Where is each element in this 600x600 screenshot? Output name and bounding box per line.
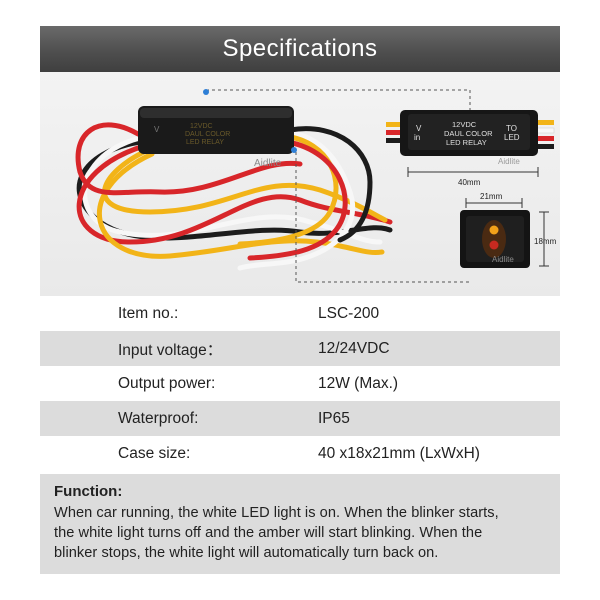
spec-label: Input voltage： bbox=[118, 341, 223, 359]
end-view-red-port bbox=[489, 240, 499, 250]
function-line: When car running, the white LED light is… bbox=[54, 505, 499, 521]
spec-label: Case size: bbox=[118, 444, 191, 462]
relay-closeup: V in 12VDC DAUL COLOR LED RELAY TO LED A… bbox=[386, 110, 555, 166]
brand-label-closeup: Aidlite bbox=[498, 157, 520, 166]
wire-white-2 bbox=[237, 129, 356, 271]
dimension-length bbox=[407, 167, 539, 177]
spec-row-output-power: Output power: 12W (Max.) bbox=[40, 366, 560, 401]
relay-line1-main: 12VDC bbox=[190, 123, 213, 130]
dashed-callout bbox=[206, 89, 471, 283]
spec-value: 40 x18x21mm (LxWxH) bbox=[318, 444, 480, 462]
brand-label-main: Aidlite bbox=[254, 158, 282, 169]
spec-row-case-size: Case size: 40 x18x21mm (LxWxH) bbox=[40, 436, 560, 471]
wire-harness bbox=[75, 122, 393, 271]
spec-label: Output power: bbox=[118, 374, 216, 392]
banner-title: Specifications bbox=[222, 35, 378, 62]
relay-side-left-main: V bbox=[154, 125, 160, 134]
callout-dot-side bbox=[291, 147, 297, 153]
wire-red-1 bbox=[76, 143, 393, 245]
wire-yellow-3 bbox=[237, 133, 339, 247]
wire-red-3 bbox=[247, 139, 348, 261]
function-heading: Function: bbox=[54, 483, 123, 500]
brand-label-end: Aidlite bbox=[492, 255, 514, 264]
dimension-height-label: 18mm bbox=[534, 237, 557, 246]
spec-value: LSC-200 bbox=[318, 304, 380, 322]
spec-value: 12/24VDC bbox=[318, 339, 390, 357]
product-illustration: V 12VDC DAUL COLOR LED RELAY Aidlite V i… bbox=[75, 89, 557, 283]
relay-side-right-to: TO bbox=[506, 124, 517, 133]
spec-row-input-voltage: Input voltage： 12/24VDC bbox=[40, 331, 560, 366]
function-body: When car running, the white LED light is… bbox=[54, 503, 548, 563]
wire-red-2 bbox=[75, 122, 303, 196]
relay-line3: LED RELAY bbox=[446, 138, 487, 147]
dimension-width-label: 21mm bbox=[480, 192, 503, 201]
function-panel: Function: When car running, the white LE… bbox=[40, 474, 560, 574]
relay-line2: DAUL COLOR bbox=[444, 129, 493, 138]
callout-dot-top bbox=[203, 89, 209, 95]
relay-line3-main: LED RELAY bbox=[186, 139, 224, 146]
end-view-amber-port bbox=[489, 225, 499, 235]
wire-yellow-2 bbox=[96, 151, 385, 259]
function-line: blinker stops, the white light will auto… bbox=[54, 545, 439, 561]
specifications-banner: Specifications bbox=[40, 26, 560, 72]
relay-line1: 12VDC bbox=[452, 120, 477, 129]
spec-value: 12W (Max.) bbox=[318, 374, 399, 392]
spec-label: Waterproof: bbox=[118, 409, 199, 427]
relay-end-view: Aidlite bbox=[460, 198, 549, 268]
product-photo: V 12VDC DAUL COLOR LED RELAY Aidlite V i… bbox=[40, 72, 560, 296]
relay-side-left-in: in bbox=[414, 133, 420, 142]
dimension-length-label: 40mm bbox=[458, 178, 481, 187]
spec-row-waterproof: Waterproof: IP65 bbox=[40, 401, 560, 436]
spec-value: IP65 bbox=[318, 409, 350, 427]
spec-row-item-no: Item no.: LSC-200 bbox=[40, 296, 560, 331]
relay-box-main: V 12VDC DAUL COLOR LED RELAY Aidlite bbox=[138, 106, 294, 169]
relay-side-left-v: V bbox=[416, 124, 422, 133]
function-line: the white light turns off and the amber … bbox=[54, 525, 483, 541]
wire-black-2 bbox=[287, 126, 373, 243]
relay-line2-main: DAUL COLOR bbox=[185, 131, 230, 138]
spec-label: Item no.: bbox=[118, 304, 179, 322]
spec-table: Item no.: LSC-200 Input voltage： 12/24VD… bbox=[40, 296, 560, 471]
relay-side-right-led: LED bbox=[504, 133, 520, 142]
